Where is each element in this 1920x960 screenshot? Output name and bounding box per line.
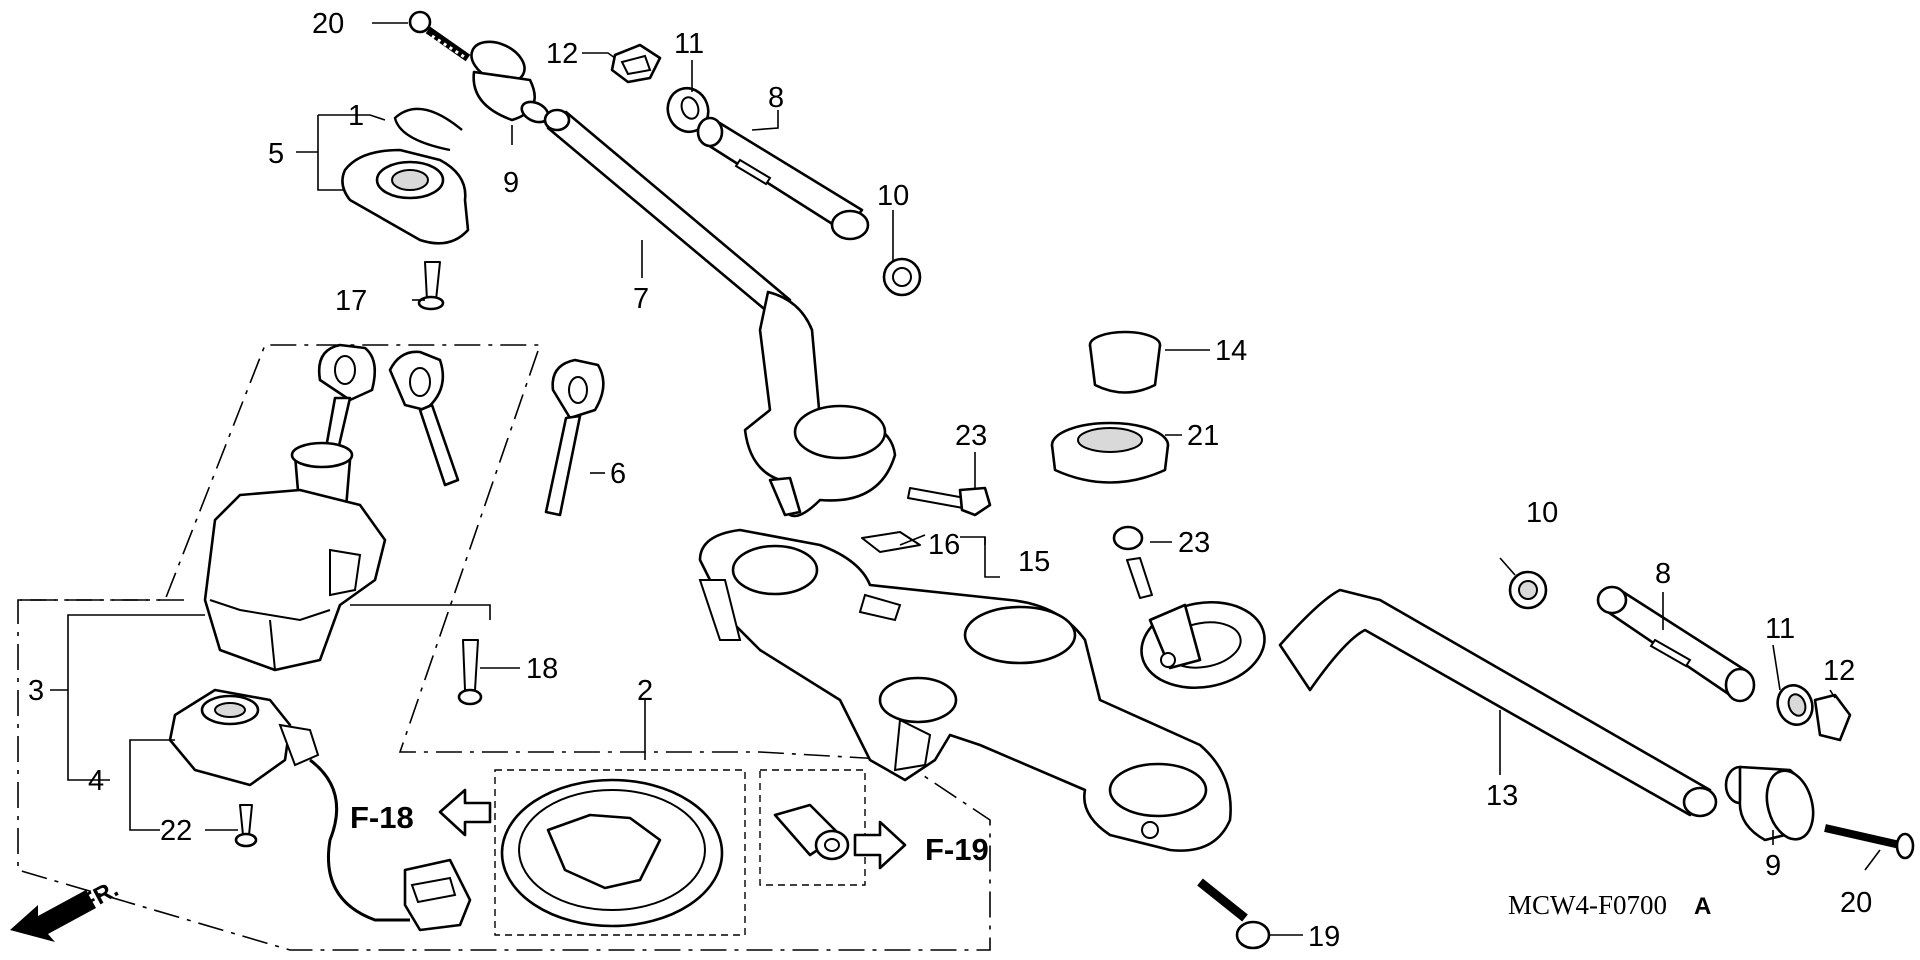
bolt-19 (1197, 878, 1271, 950)
callout-21: 21 (1187, 420, 1219, 452)
ignition-switch-3 (203, 441, 387, 672)
handlebar-13 (1140, 588, 1718, 818)
callout-23-lower: 23 (1178, 527, 1210, 559)
seal-14 (1088, 330, 1162, 394)
collar-8-right (1596, 585, 1756, 703)
plate-16 (861, 531, 921, 553)
callout-13: 13 (1486, 780, 1518, 812)
callout-8-right: 8 (1655, 558, 1671, 590)
handlebar-7 (543, 108, 897, 518)
bolt-23-upper (907, 486, 992, 517)
callout-20-right: 20 (1840, 887, 1872, 919)
screw-17 (417, 261, 445, 311)
bolt-20-top (408, 10, 471, 62)
seat-lock-4 (168, 688, 472, 932)
callout-11-top: 11 (674, 28, 704, 60)
fuel-cap-boundary (494, 769, 866, 936)
callout-20-top: 20 (312, 8, 344, 40)
callout-19: 19 (1308, 921, 1340, 953)
callout-3: 3 (28, 675, 44, 707)
callout-18: 18 (526, 653, 558, 685)
callout-10-top: 10 (877, 180, 909, 212)
callout-23-upper: 23 (955, 420, 987, 452)
arrow-f19-icon (853, 820, 907, 870)
callout-17: 17 (335, 285, 367, 317)
callout-9-top: 9 (503, 167, 519, 199)
callout-2: 2 (637, 675, 653, 707)
ring-11-right (1776, 684, 1814, 726)
callout-16: 16 (928, 529, 960, 561)
callout-14: 14 (1215, 335, 1247, 367)
callout-4: 4 (88, 765, 104, 797)
callout-7: 7 (633, 283, 649, 315)
callout-11-right: 11 (1765, 613, 1795, 645)
callout-22: 22 (160, 815, 192, 847)
callout-1: 1 (348, 100, 364, 132)
diagram-code: MCW4-F0700 (1508, 890, 1667, 920)
callout-12-top: 12 (546, 38, 578, 70)
arrow-f18-icon (438, 788, 492, 837)
callout-8-top: 8 (768, 82, 784, 114)
callout-5: 5 (268, 138, 284, 170)
callout-12-right: 12 (1823, 655, 1855, 687)
bolt-20-right (1824, 824, 1915, 860)
screw-18 (457, 639, 483, 706)
clip-12-top (610, 43, 662, 84)
nut-10-top (882, 257, 922, 297)
ring-11-top (666, 86, 710, 134)
key-6 (544, 358, 605, 517)
fuel-cap-bolt (773, 803, 850, 861)
front-arrow-icon (10, 890, 96, 942)
callout-15: 15 (1018, 546, 1050, 578)
clip-12-right (1813, 693, 1852, 742)
snap-ring-1 (393, 107, 463, 152)
screw-22 (234, 804, 258, 848)
fuel-cap (500, 778, 724, 928)
top-bridge-15 (698, 528, 1232, 852)
callouts: 20 12 11 8 1 5 9 10 7 17 14 23 21 6 10 1… (28, 8, 1872, 953)
ref-f19[interactable]: F-19 (925, 832, 989, 867)
key-cylinder-cover-5 (341, 148, 470, 245)
diagram-code-suffix: A (1694, 893, 1711, 920)
stem-nut-21 (1050, 421, 1170, 484)
bolt-23-lower (1112, 525, 1153, 599)
nut-10-right (1508, 570, 1548, 610)
leader-lines (50, 22, 1881, 936)
collar-8-top (696, 116, 870, 241)
bar-end-9-right (1724, 765, 1815, 842)
ref-f18[interactable]: F-18 (350, 800, 414, 835)
callout-10-right: 10 (1526, 497, 1558, 529)
bar-end-9-top (470, 40, 550, 124)
callout-6: 6 (610, 458, 626, 490)
keys (317, 343, 460, 487)
callout-9-right: 9 (1765, 850, 1781, 882)
